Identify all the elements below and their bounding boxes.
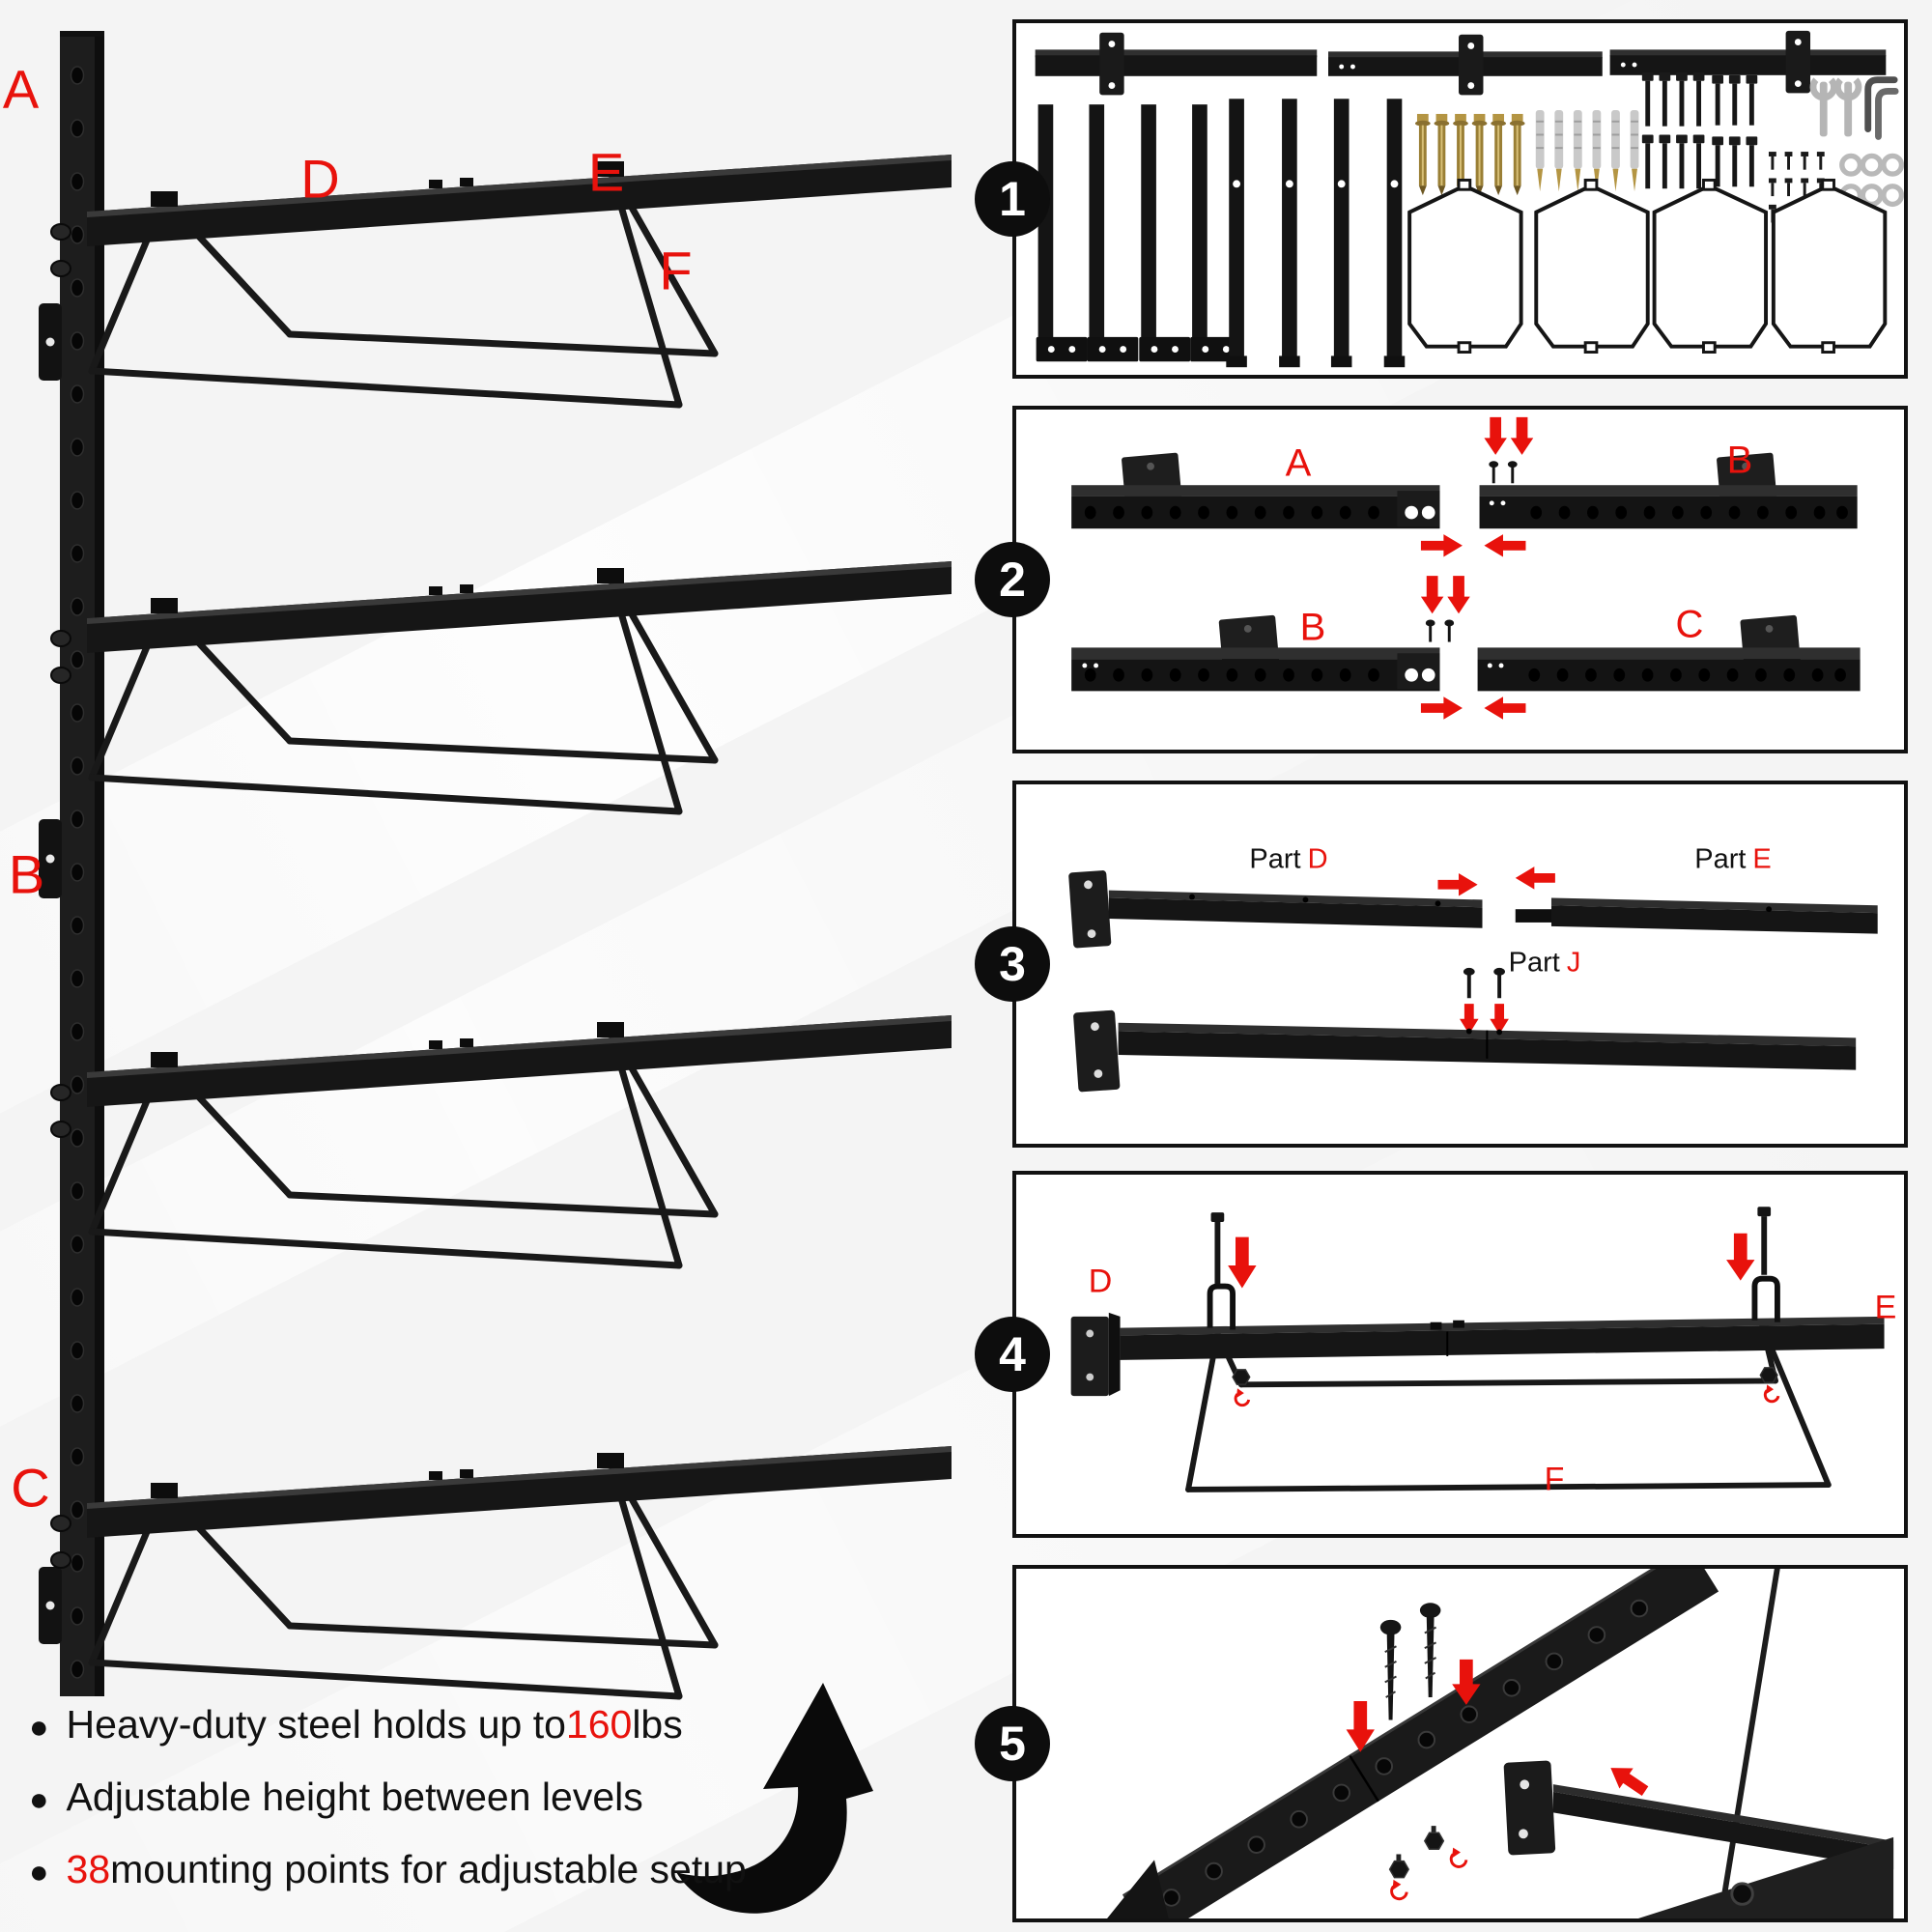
arm-joined (1073, 1009, 1857, 1093)
diagonal-post (1107, 1569, 1719, 1918)
rail-b (1479, 452, 1858, 529)
parts-overview-art (1035, 30, 1904, 368)
wire-frame-panels (1407, 178, 1888, 354)
rail-label-b: B (1726, 439, 1753, 482)
step-number-2: 2 (975, 542, 1050, 617)
step-number-3: 3 (975, 926, 1050, 1002)
red-down-arrows (1346, 1659, 1481, 1752)
bullet-icon: ● (29, 1781, 49, 1818)
bullet-icon: ● (29, 1854, 49, 1890)
step-panel-5 (1012, 1565, 1908, 1922)
feature-text: mounting points for adjustable setup (110, 1847, 747, 1891)
support-bar (87, 1446, 952, 1538)
rail-c (1477, 614, 1861, 692)
feature-text: lbs (632, 1702, 683, 1747)
shelf-tier-3 (50, 1015, 952, 1269)
hooks (1207, 1275, 1780, 1330)
arm-e (1515, 897, 1878, 934)
feature-item: ● Heavy-duty steel holds up to 160 lbs (29, 1702, 763, 1775)
red-arrows-row1 (1420, 416, 1534, 557)
feature-highlight: 160 (565, 1702, 633, 1747)
nuts (1388, 1826, 1445, 1879)
fasten-closeup-art (1107, 1569, 1894, 1918)
part-label-c: C (11, 1457, 51, 1519)
nuts (1232, 1367, 1778, 1385)
arm-bar (1120, 1316, 1885, 1360)
part-label-f: F (659, 240, 694, 301)
post-sections (1036, 99, 1406, 368)
feature-highlight: 38 (66, 1847, 111, 1891)
wrench-icon (1809, 77, 1862, 137)
support-bar (87, 155, 952, 246)
bracket (1503, 1760, 1894, 1870)
feature-text: Adjustable height between levels (66, 1775, 643, 1819)
arm-label-e: E (1874, 1289, 1897, 1326)
step-number-5: 5 (975, 1706, 1050, 1781)
hang-frame-art (1070, 1207, 1885, 1492)
rail-label-c: C (1675, 603, 1704, 646)
step-panel-4: D E F (1012, 1171, 1908, 1538)
wall-rack-illustration (39, 31, 952, 1700)
wall-post (39, 31, 104, 1696)
arm-label-d: D (1088, 1263, 1113, 1300)
wall-bracket-tabs (39, 303, 62, 1644)
join-arms-art (1068, 867, 1878, 1093)
step-panel-2: A B B C (1012, 406, 1908, 753)
part-label-d: D (300, 148, 341, 210)
screws-row1 (1489, 461, 1518, 484)
allen-key-icon (1864, 76, 1899, 140)
part-label-b: B (8, 843, 46, 905)
rail-b2 (1071, 614, 1440, 692)
part-label-a: A (2, 58, 41, 120)
red-arrows-join (1437, 867, 1555, 896)
arm-d (1068, 870, 1483, 949)
anchor-bolts (1415, 113, 1525, 196)
red-down-arrows (1228, 1233, 1755, 1289)
support-bar (87, 1015, 952, 1107)
red-arrows-row2 (1420, 576, 1526, 720)
rotate-arrows (1390, 1847, 1468, 1901)
rail-a (1071, 452, 1440, 529)
step-number-4: 4 (975, 1317, 1050, 1392)
long-bolts (1641, 71, 1758, 189)
wall-rails (1035, 30, 1887, 96)
shelf-tier-4 (50, 1446, 952, 1700)
rotate-arrows (1234, 1384, 1780, 1407)
support-bar (87, 561, 952, 653)
rail-label-a: A (1285, 441, 1312, 485)
mounting-holes (70, 66, 85, 1679)
join-rails-art (1071, 416, 1861, 720)
frame-corner (1637, 1836, 1894, 1918)
curved-arrow-icon (676, 1683, 873, 1914)
bullet-icon: ● (29, 1709, 49, 1746)
frame-label-f: F (1544, 1461, 1565, 1498)
step-panel-1 (1012, 19, 1908, 379)
feature-item: ● Adjustable height between levels (29, 1775, 763, 1847)
feature-item: ● 38 mounting points for adjustable setu… (29, 1847, 763, 1919)
long-bolts (1210, 1207, 1772, 1285)
step-number-1: 1 (975, 161, 1050, 237)
feature-text: Heavy-duty steel holds up to (66, 1702, 566, 1747)
rail-label-b: B (1299, 606, 1326, 649)
frame-wire (1720, 1569, 1780, 1902)
part-label-e: E (587, 141, 626, 203)
feature-list: ● Heavy-duty steel holds up to 160 lbs ●… (29, 1702, 763, 1919)
screws-row2 (1425, 619, 1455, 642)
mount-block-d (1070, 1312, 1121, 1397)
lag-screws (1379, 1603, 1441, 1720)
bolts-j (1463, 967, 1505, 999)
shelf-tier-2 (50, 561, 952, 815)
shelf-tier-1 (50, 155, 952, 409)
red-arrow-bracket (1610, 1768, 1649, 1797)
